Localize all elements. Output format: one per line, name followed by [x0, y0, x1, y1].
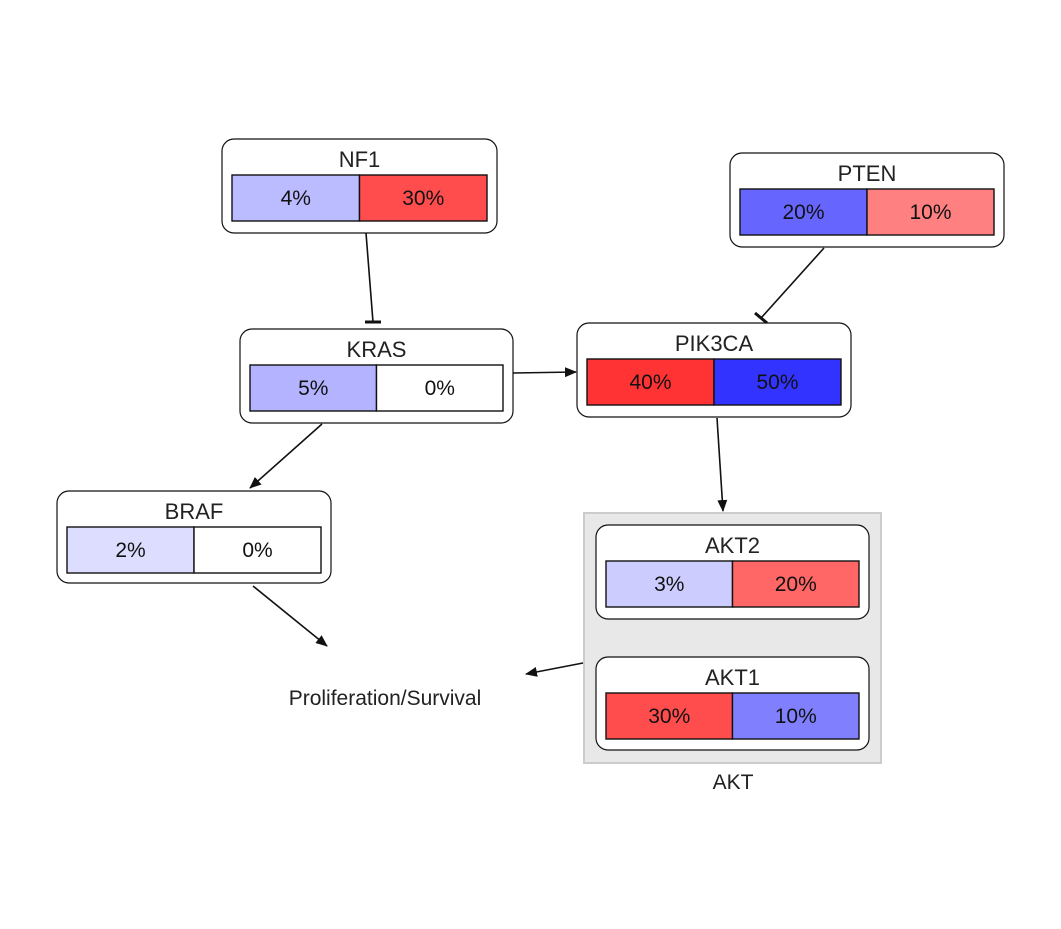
edge-nf1-kras: [365, 232, 381, 324]
node-nf1-right-cell: [358, 174, 488, 222]
node-pten-right-cell: [866, 188, 995, 236]
node-braf-left-value: 2%: [115, 539, 145, 562]
node-akt1-title: AKT1: [705, 665, 760, 690]
node-braf-title: BRAF: [165, 499, 224, 524]
node-akt1-right-value: 10%: [775, 705, 817, 728]
node-nf1-title: NF1: [339, 147, 381, 172]
node-nf1-right-value: 30%: [402, 187, 444, 210]
edge-braf-outcome: [252, 585, 328, 647]
node-akt2-left-value: 3%: [654, 573, 684, 596]
node-akt1[interactable]: AKT1 30% 10%: [595, 656, 870, 751]
node-pik3ca[interactable]: PIK3CA 40% 50%: [576, 322, 852, 418]
edge-pten-pik3ca-tbar: [754, 311, 768, 325]
node-kras-title: KRAS: [347, 337, 407, 362]
node-pten-left-value: 20%: [782, 201, 824, 224]
node-akt2-right-value: 20%: [775, 573, 817, 596]
akt-group-label: AKT: [713, 771, 754, 794]
node-pik3ca-right-cell: [713, 358, 842, 406]
node-nf1-left-value: 4%: [281, 187, 311, 210]
node-akt2-title: AKT2: [705, 533, 760, 558]
node-braf[interactable]: BRAF 2% 0%: [56, 490, 332, 584]
node-kras-left-value: 5%: [298, 377, 328, 400]
edge-pten-pik3ca-line: [760, 247, 825, 319]
node-akt2-right-cell: [731, 560, 860, 608]
edge-pten-pik3ca: [754, 247, 825, 325]
node-nf1[interactable]: NF1 4% 30%: [221, 138, 498, 234]
node-akt2-left-cell: [605, 560, 734, 608]
node-pten-title: PTEN: [838, 161, 897, 186]
edges: [249, 232, 825, 677]
node-pten-right-value: 10%: [909, 201, 951, 224]
node-pik3ca-left-value: 40%: [629, 371, 671, 394]
edge-kras-braf: [249, 423, 323, 489]
node-akt1-left-cell: [605, 692, 734, 740]
node-akt1-left-value: 30%: [648, 705, 690, 728]
node-pten-left-cell: [739, 188, 868, 236]
edge-pik3ca-akt: [716, 417, 728, 512]
node-kras[interactable]: KRAS 5% 0%: [239, 328, 514, 424]
node-pik3ca-left-cell: [586, 358, 715, 406]
node-braf-right-value: 0%: [242, 539, 272, 562]
node-akt2[interactable]: AKT2 3% 20%: [595, 524, 870, 620]
node-akt1-right-cell: [731, 692, 860, 740]
node-braf-right-cell: [193, 526, 322, 574]
node-pten[interactable]: PTEN 20% 10%: [729, 152, 1005, 248]
node-pik3ca-right-value: 50%: [756, 371, 798, 394]
edge-akt-outcome: [525, 662, 584, 677]
node-kras-right-cell: [375, 364, 504, 412]
edge-nf1-kras-line: [365, 232, 374, 323]
node-kras-right-value: 0%: [425, 377, 455, 400]
node-pik3ca-title: PIK3CA: [675, 331, 754, 356]
edge-kras-pik3ca: [512, 367, 577, 378]
outcome-label: Proliferation/Survival: [289, 687, 482, 710]
